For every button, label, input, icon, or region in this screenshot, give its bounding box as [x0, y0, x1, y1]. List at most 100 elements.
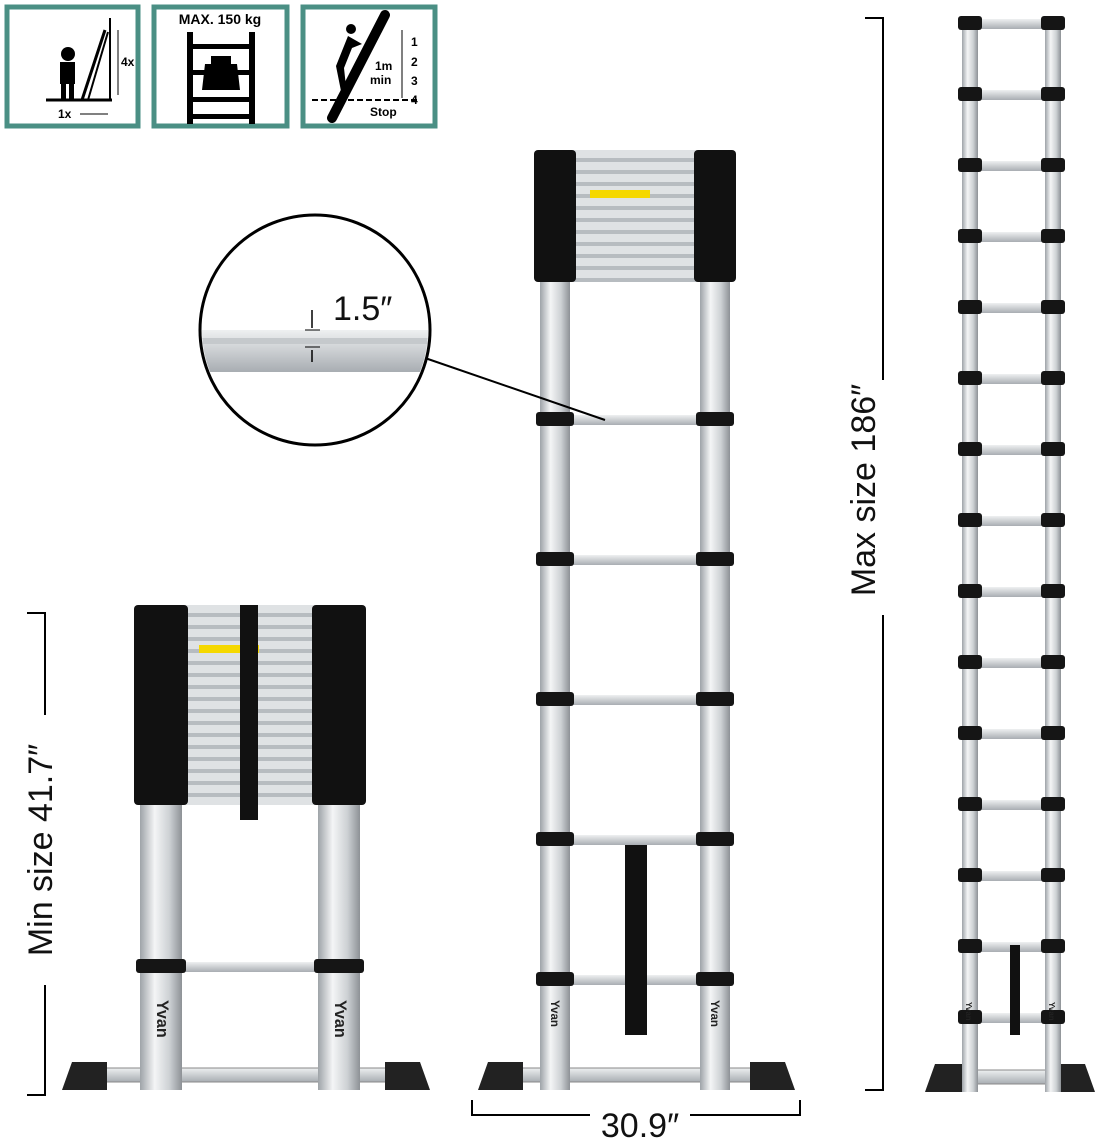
rung-clamp: [1041, 1010, 1065, 1024]
rung: [978, 303, 1045, 313]
strap: [240, 605, 258, 820]
rung-clamp: [958, 584, 982, 598]
rail-caps-right: [694, 150, 736, 282]
rung-clamp: [958, 513, 982, 527]
rail-caps-left: [134, 605, 188, 805]
rung-clamp: [1041, 87, 1065, 101]
rung: [978, 658, 1045, 668]
rung-clamp: [958, 371, 982, 385]
rung: [570, 835, 700, 845]
foot-right: [1050, 1064, 1095, 1092]
rung-clamp: [1041, 726, 1065, 740]
foot-left: [925, 1064, 970, 1092]
rung-clamp: [958, 868, 982, 882]
rung-clamp: [1041, 300, 1065, 314]
rung-clamp: [958, 726, 982, 740]
step-label: 4: [411, 93, 418, 107]
rung: [978, 800, 1045, 810]
rung-clamp: [536, 412, 574, 426]
rung: [978, 90, 1045, 100]
strap: [625, 845, 647, 1035]
collapsed-rung: [570, 170, 700, 174]
rung-clamp: [958, 300, 982, 314]
rung-clamp: [958, 16, 982, 30]
rung-clamp: [1041, 371, 1065, 385]
rung: [978, 871, 1045, 881]
collapsed-rung: [570, 206, 700, 210]
rung: [978, 161, 1045, 171]
step-label: 2: [411, 55, 418, 69]
rung-clamp: [536, 552, 574, 566]
rung-clamp: [958, 229, 982, 243]
rung: [978, 587, 1045, 597]
rung: [978, 445, 1045, 455]
collapsed-rung: [570, 182, 700, 186]
rung-clamp: [958, 655, 982, 669]
collapsed-rung: [570, 266, 700, 270]
distance-label: 1m: [375, 59, 392, 73]
rail-left: [962, 18, 978, 1092]
rung: [978, 374, 1045, 384]
rung-clamp: [958, 158, 982, 172]
step-label: 3: [411, 74, 418, 88]
rung-clamp: [958, 1010, 982, 1024]
step-label: 1: [411, 35, 418, 49]
rung-clamp: [1041, 442, 1065, 456]
collapsed-rung: [570, 218, 700, 222]
rung-clamp: [1041, 655, 1065, 669]
base-bar: [81, 1067, 411, 1083]
max-load-label: MAX. 150 kg: [179, 11, 261, 27]
collapsed-rung: [570, 254, 700, 258]
rail-caps-right: [312, 605, 366, 805]
rail-right: [318, 805, 360, 1090]
rung-clamp: [1041, 868, 1065, 882]
rung-clamp: [1041, 229, 1065, 243]
foot-right: [750, 1062, 795, 1090]
ladder-angle-icon: 4x 1x: [4, 4, 141, 129]
rail-left: [140, 805, 182, 1090]
rung-clamp: [1041, 513, 1065, 527]
rung-clamp: [696, 552, 734, 566]
max-size-dimension: Max size 186″: [845, 17, 884, 1091]
rung: [978, 516, 1045, 526]
rung-clamp: [1041, 797, 1065, 811]
rung: [570, 695, 700, 705]
ratio-label: 4x: [121, 55, 135, 69]
rung-clamp: [536, 692, 574, 706]
foot-left: [62, 1062, 107, 1090]
collapsed-rung: [570, 158, 700, 162]
rung-clamp: [958, 939, 982, 953]
rung-clamp: [1041, 939, 1065, 953]
brand-logo: Yvan: [708, 1000, 720, 1027]
rung-clamp: [696, 692, 734, 706]
max-size-label: Max size 186″: [845, 384, 883, 596]
rung-clamp: [696, 412, 734, 426]
rung-clamp: [536, 832, 574, 846]
rung: [978, 729, 1045, 739]
rung-clamp: [1041, 584, 1065, 598]
width-label: 30.9″: [601, 1107, 679, 1142]
rung-clamp: [536, 972, 574, 986]
rung-clamp: [696, 832, 734, 846]
rung: [978, 232, 1045, 242]
rung-clamp: [1041, 16, 1065, 30]
rail-right: [700, 282, 730, 1090]
rung: [570, 415, 700, 425]
rung-clamp: [958, 87, 982, 101]
brand-logo: Yvan: [964, 1002, 973, 1021]
tube-magnifier: 1.5″: [198, 213, 606, 447]
ratio-label: 1x: [58, 107, 72, 121]
warning-label: [199, 645, 259, 653]
rung: [570, 555, 700, 565]
rung-clamp: [958, 442, 982, 456]
rail-right: [1045, 18, 1061, 1092]
rung-clamp: [958, 797, 982, 811]
rail-caps-left: [534, 150, 576, 282]
collapsed-rung: [570, 230, 700, 234]
base-bar: [497, 1067, 776, 1083]
max-load-icon: MAX. 150 kg: [151, 4, 290, 129]
rung: [182, 962, 318, 972]
